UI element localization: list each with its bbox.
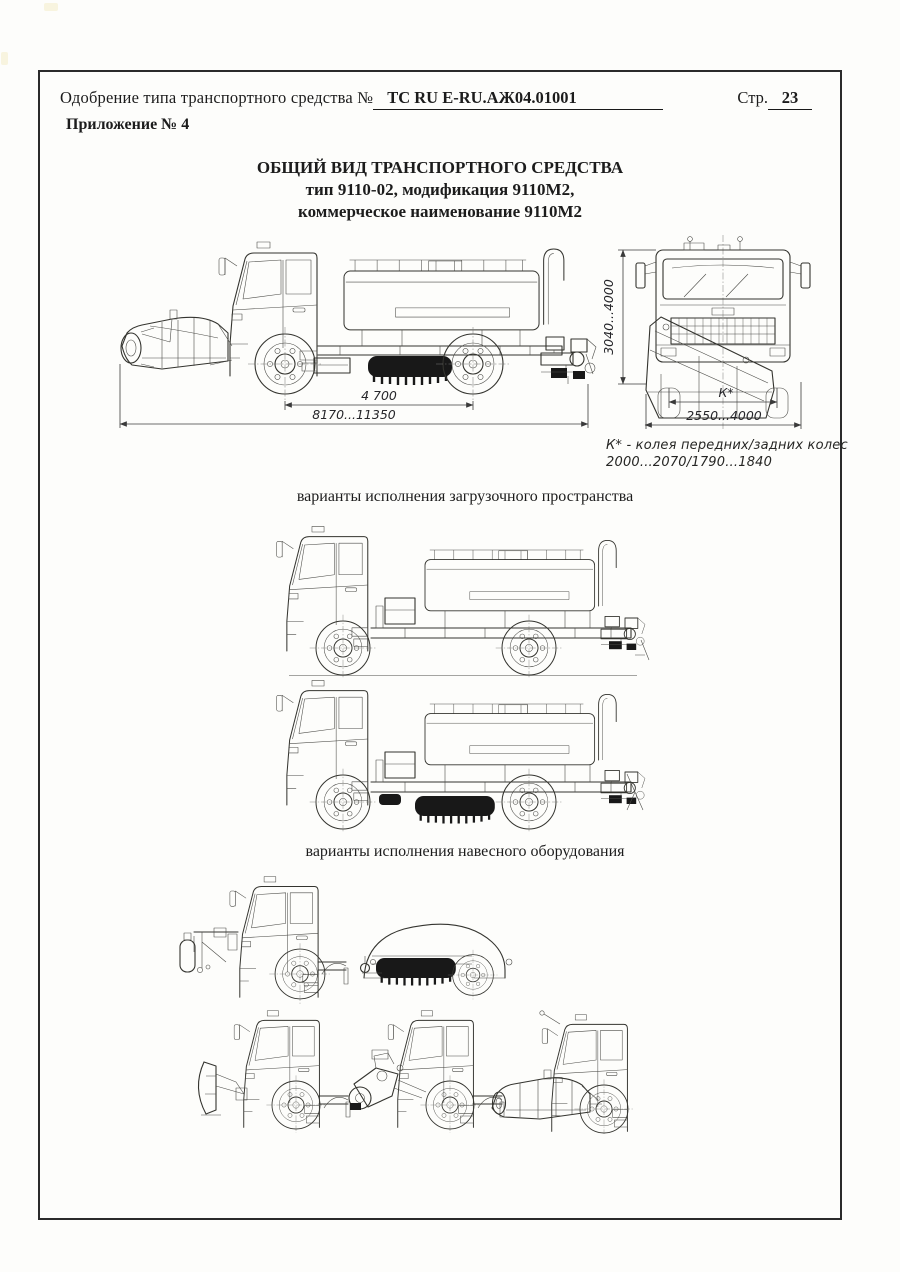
right-mirror — [800, 262, 811, 289]
truck-cab — [541, 1014, 628, 1132]
approval-label: Одобрение типа транспортного средства № — [60, 88, 374, 107]
snow-plow-blade — [197, 1061, 248, 1116]
dim-track: К* — [718, 385, 733, 400]
mounted-spray-truck-drawing — [179, 876, 349, 1006]
front-plow — [120, 309, 233, 370]
page-border-frame — [38, 70, 842, 1220]
chassis — [318, 1095, 349, 1105]
tank-body — [343, 248, 565, 331]
plow-front-view — [645, 316, 775, 419]
page-number: 23 — [768, 88, 812, 110]
drawing-title: ОБЩИЙ ВИД ТРАНСПОРТНОГО СРЕДСТВА тип 911… — [38, 157, 842, 223]
mounted-blower-truck-drawing — [491, 1010, 635, 1134]
front-wheel — [265, 1074, 327, 1133]
front-wheel — [573, 1078, 635, 1134]
front-wheel — [419, 1074, 481, 1133]
annex-label: Приложение № 4 — [66, 116, 190, 133]
dim-overall-width: 2550...4000 — [686, 408, 762, 423]
mounted-sweeper-unit-drawing — [359, 923, 513, 1001]
equipment-box — [384, 751, 416, 779]
rear-wheel — [495, 614, 563, 678]
left-mirror — [635, 262, 646, 289]
scan-artifact — [1, 52, 8, 65]
title-line-1: ОБЩИЙ ВИД ТРАНСПОРТНОГО СРЕДСТВА — [256, 158, 624, 177]
front-wheel — [268, 942, 332, 1006]
truck-cab — [387, 1010, 474, 1128]
rear-equipment — [600, 615, 646, 651]
sweeper-brush — [374, 956, 457, 987]
title-line-3: коммерческое наименование 9110М2 — [298, 202, 582, 221]
rotary-attachment — [348, 1049, 427, 1110]
truck-cab — [229, 876, 319, 998]
truck-cab — [276, 525, 369, 652]
equipment-box — [384, 597, 416, 625]
tank-body — [424, 693, 617, 766]
dim-overall-height: 3040...4000 — [601, 279, 616, 355]
tank-supports — [361, 330, 521, 346]
chassis — [370, 781, 632, 793]
loading-variant-1-drawing — [276, 525, 650, 678]
road-brush — [366, 354, 454, 387]
track-note-line-2: 2000...2070/1790...1840 — [606, 455, 773, 470]
rear-wheel — [495, 768, 563, 832]
loading-variant-2-drawing — [276, 679, 646, 832]
road-brush — [413, 794, 496, 825]
section-label-loading-space: варианты исполнения загрузочного простра… — [296, 488, 634, 505]
sweeper-cover — [363, 923, 506, 979]
cab-front — [635, 236, 811, 363]
truck-cab — [218, 241, 318, 377]
mounted-plow-truck-drawing — [197, 1010, 351, 1133]
document-header: Одобрение типа транспортного средства № … — [60, 88, 812, 110]
main-front-view-drawing: 3040...4000 К* 2550...4000 — [601, 235, 811, 429]
blower-cone — [491, 1069, 602, 1120]
approval-number: ТС RU E-RU.АЖ04.01001 — [373, 88, 664, 110]
tank-body — [424, 539, 617, 612]
front-brush-unit — [379, 794, 401, 805]
rear-equipment-detail — [567, 353, 594, 384]
mounted-rotary-truck-drawing — [348, 1010, 505, 1133]
chassis — [370, 627, 632, 639]
spray-equipment — [179, 927, 239, 973]
sweeper-wheel — [447, 949, 499, 1001]
section-label-mounted-equipment: варианты исполнения навесного оборудован… — [305, 843, 625, 860]
main-side-view-drawing: 4 700 8170...11350 — [119, 241, 597, 428]
chassis — [472, 1095, 503, 1105]
hitch-eye — [359, 962, 371, 974]
dimension-lines: 4 700 8170...11350 — [119, 364, 589, 428]
scan-artifact — [44, 3, 58, 11]
truck-cab — [276, 679, 369, 806]
title-line-2: тип 9110-02, модификация 9110М2, — [305, 180, 575, 199]
dim-wheelbase: 4 700 — [361, 388, 397, 403]
truck-cab — [233, 1010, 320, 1128]
front-wheel — [247, 326, 323, 402]
track-note-line-1: К* - колея передних/задних колес — [606, 438, 848, 453]
rear-equipment — [540, 336, 597, 380]
dimension-lines: 3040...4000 К* 2550...4000 — [601, 249, 802, 429]
spray-tank — [179, 939, 196, 973]
mirror-arm — [543, 1013, 561, 1025]
chassis — [317, 961, 347, 971]
page-label: Стр. — [737, 88, 768, 107]
dim-overall-length: 8170...11350 — [312, 407, 396, 422]
track-note: К* - колея передних/задних колес 2000...… — [606, 437, 848, 471]
